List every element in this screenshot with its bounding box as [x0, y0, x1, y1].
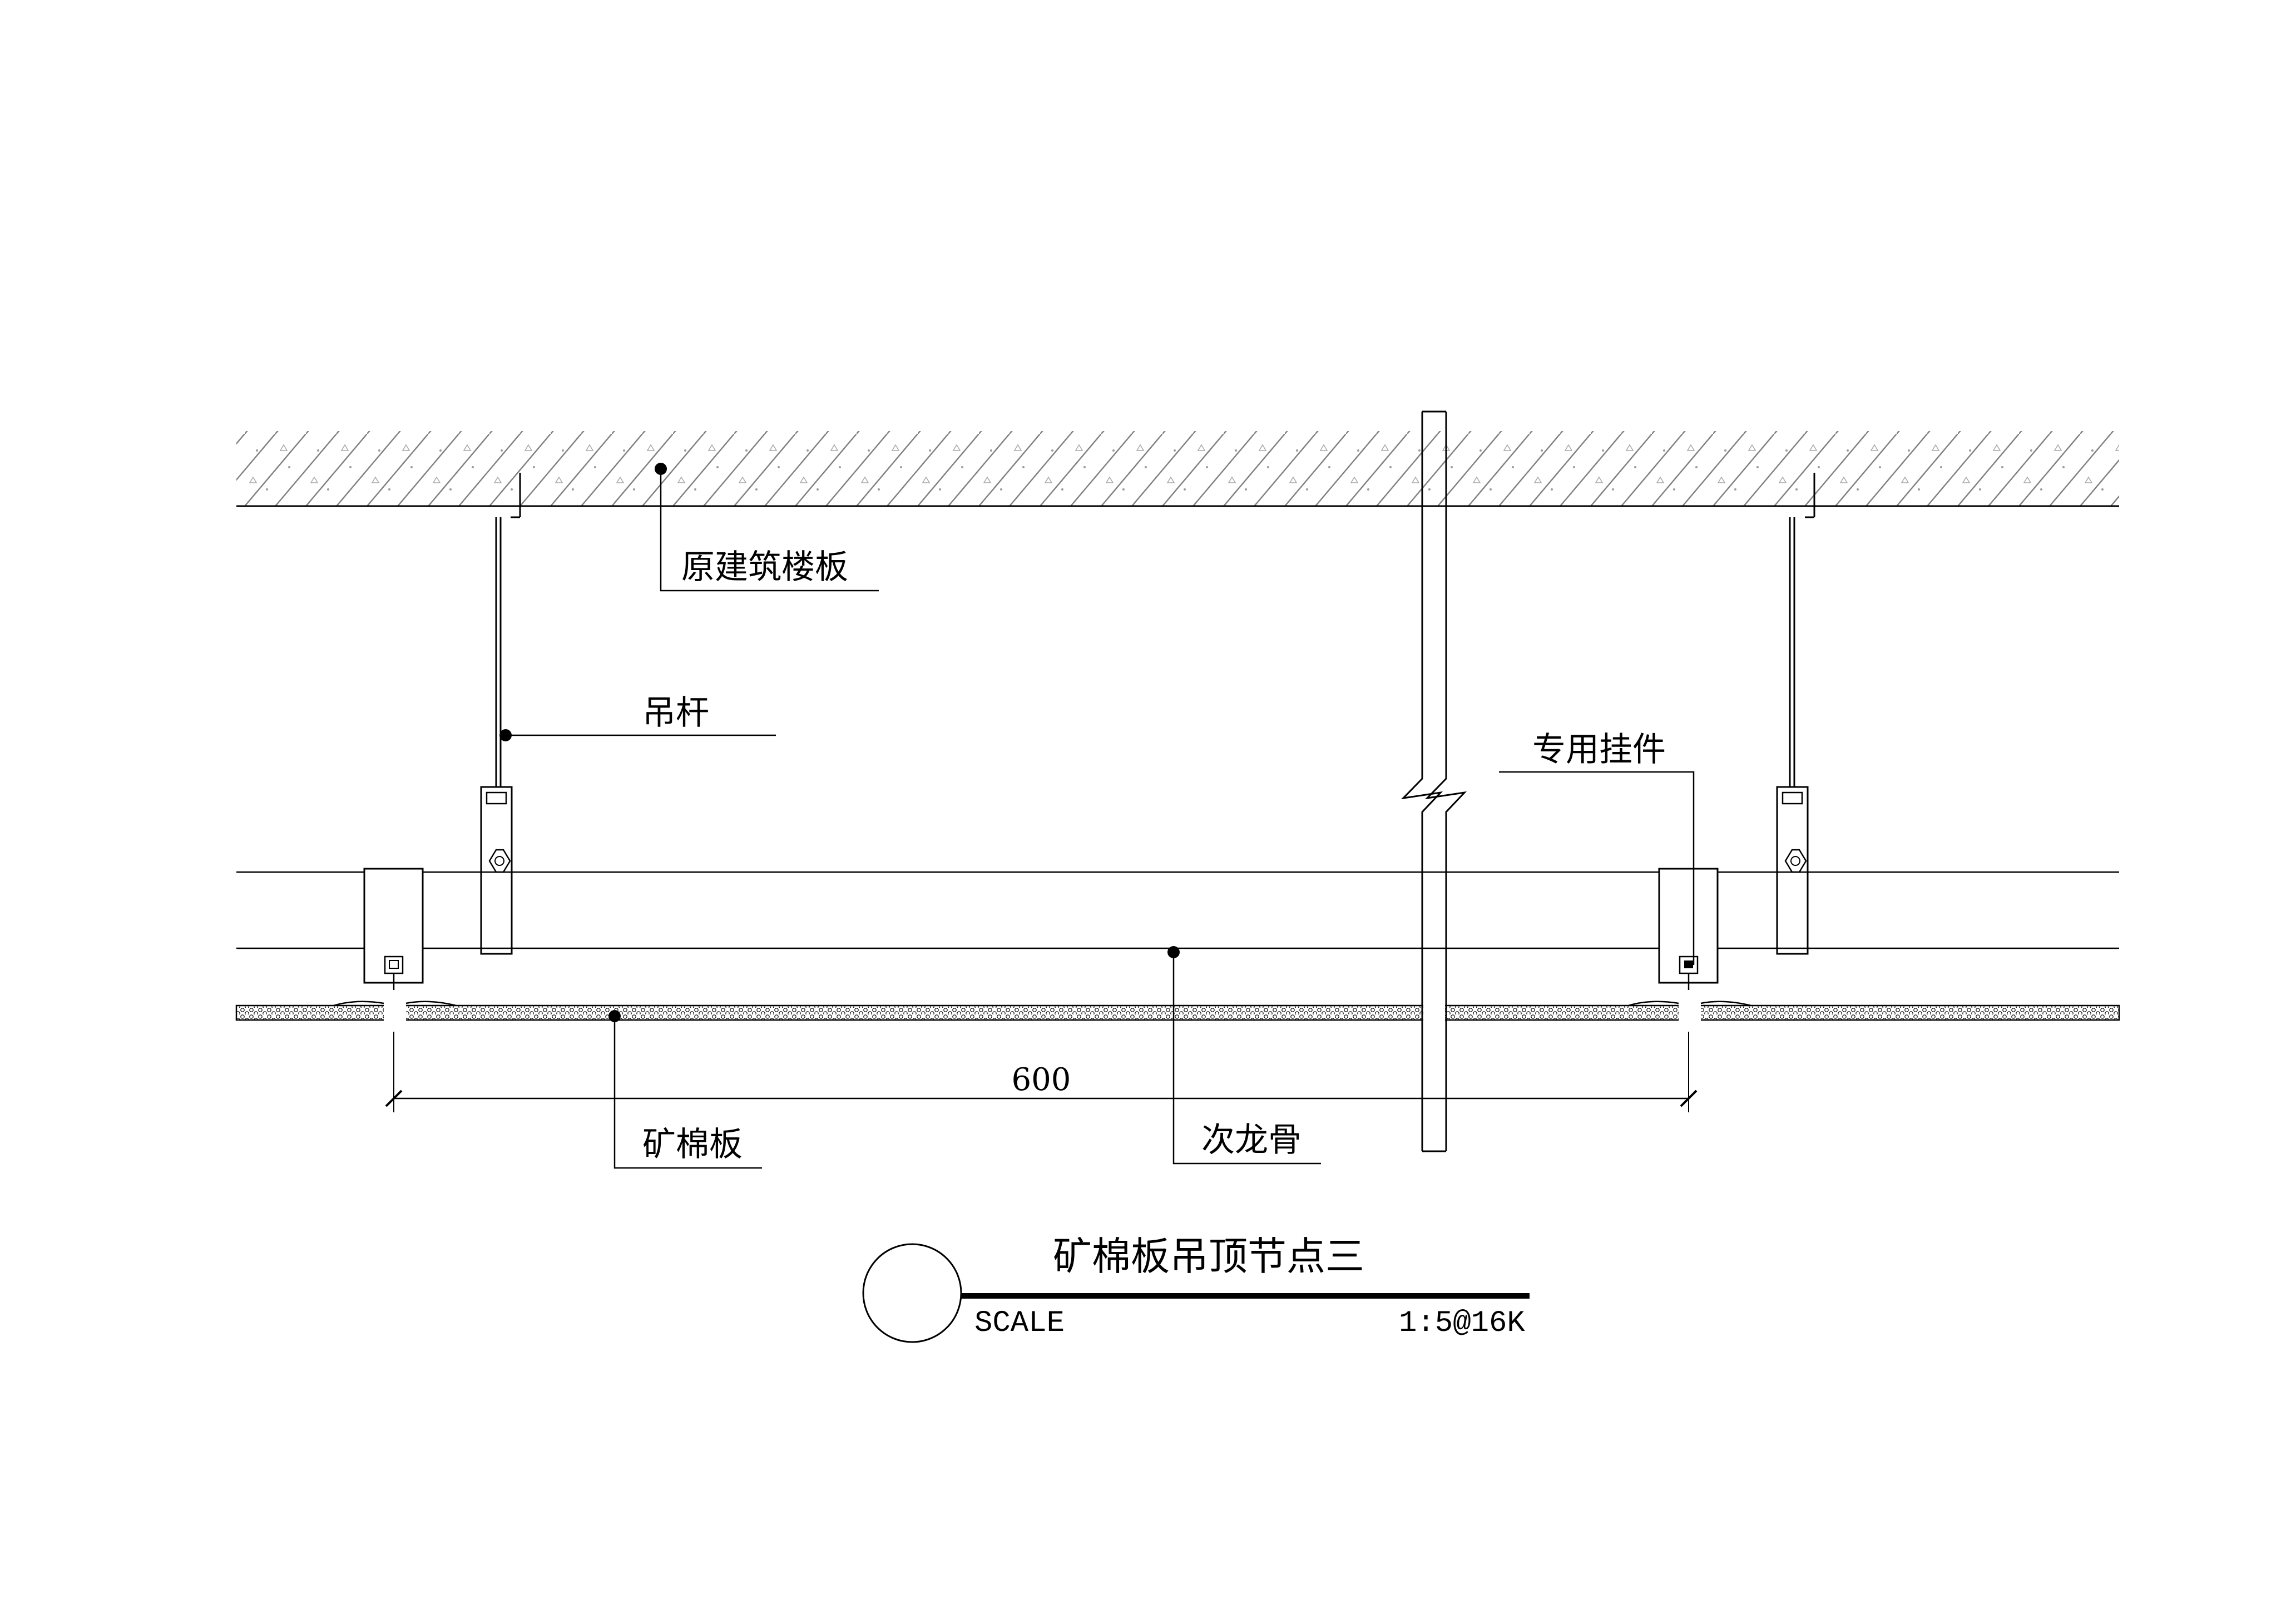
- leader-slab: 原建筑楼板: [655, 463, 879, 592]
- break-line: [1401, 410, 1467, 1152]
- special-hanger-label: 专用挂件: [1532, 730, 1666, 769]
- slab-label: 原建筑楼板: [681, 548, 848, 587]
- secondary-keel-label: 次龙骨: [1201, 1121, 1302, 1160]
- mineral-board: [235, 996, 2120, 1023]
- title-text: 矿棉板吊顶节点三: [1053, 1234, 1364, 1279]
- leader-hanger-rod: 吊杆: [499, 694, 776, 741]
- detail-circle: [862, 1243, 962, 1343]
- scale-value: 1:5@16K: [1399, 1306, 1525, 1340]
- hanger-rod-left: [480, 473, 521, 955]
- leader-mineral-board: 矿棉板: [608, 1010, 762, 1169]
- leader-special-hanger: 专用挂件: [1499, 730, 1695, 965]
- leader-secondary-keel: 次龙骨: [1167, 946, 1321, 1165]
- hanger-rod-label: 吊杆: [642, 694, 709, 732]
- mineral-board-label: 矿棉板: [642, 1125, 743, 1164]
- title-block: 矿棉板吊顶节点三 SCALE 1:5@16K: [862, 1234, 1530, 1343]
- special-hanger-right: [1658, 868, 1719, 1006]
- dimension-600: 600: [385, 1032, 1698, 1112]
- concrete-slab: [236, 431, 2119, 507]
- hanger-rod-right: [1776, 473, 1815, 955]
- scale-label: SCALE: [974, 1306, 1065, 1340]
- special-hanger-left: [363, 868, 424, 1006]
- dimension-label: 600: [1012, 1062, 1071, 1098]
- main-keel: [236, 871, 2119, 949]
